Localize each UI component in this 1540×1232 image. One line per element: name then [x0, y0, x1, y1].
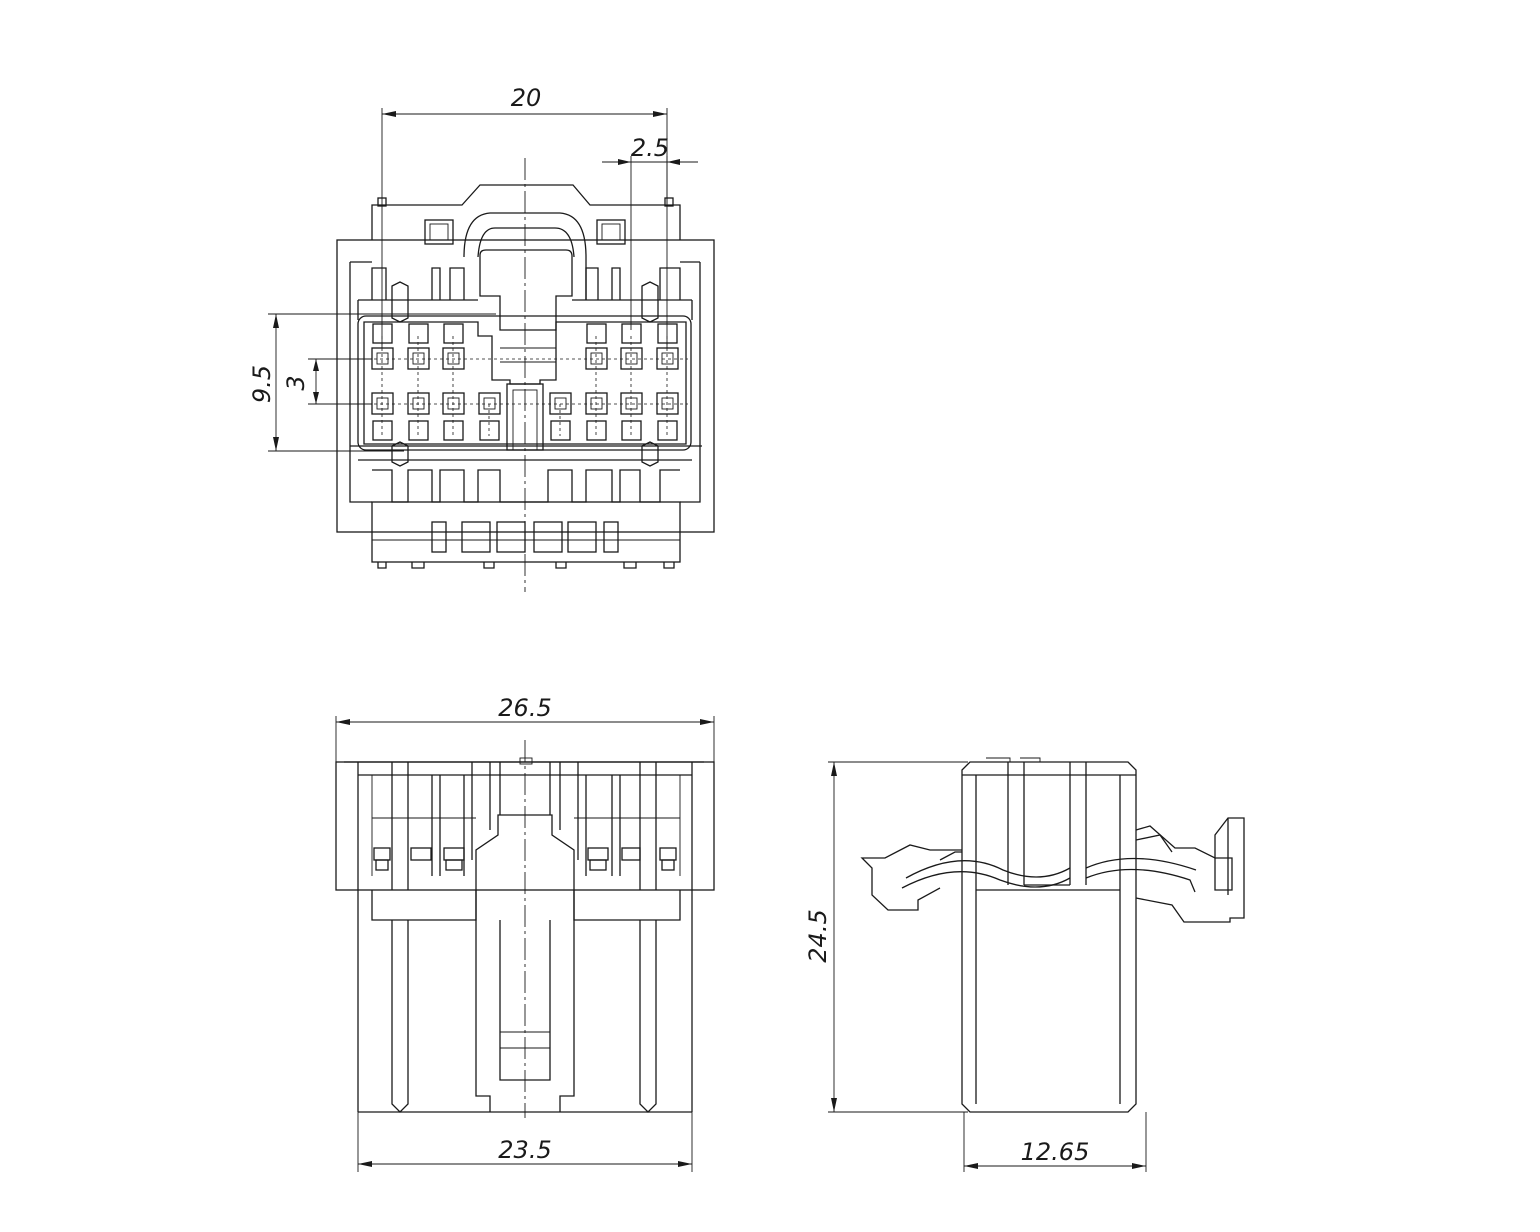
- pin-row-2: [371, 347, 679, 370]
- dim-20: 20: [381, 84, 668, 348]
- dim-9-5: 9.5: [248, 313, 496, 452]
- dim-24-5-label: 24.5: [804, 909, 832, 962]
- dim-23-5: 23.5: [357, 1112, 693, 1172]
- dim-12-65: 12.65: [963, 1112, 1147, 1172]
- side-view-right: [860, 757, 1245, 1113]
- front-view: [336, 158, 715, 592]
- dim-26-5-label: 26.5: [498, 694, 551, 722]
- dim-3: 3: [282, 358, 372, 405]
- dim-20-label: 20: [511, 84, 542, 112]
- dim-24-5: 24.5: [804, 761, 968, 1113]
- dim-3-label: 3: [282, 375, 310, 390]
- dim-12-65-label: 12.65: [1021, 1138, 1090, 1166]
- pin-row-1: [372, 323, 678, 344]
- pin-row-3: [371, 392, 679, 415]
- side-view-left: [335, 740, 715, 1118]
- dim-2-5: 2.5: [602, 134, 698, 330]
- dim-2-5-label: 2.5: [631, 134, 669, 162]
- dim-9-5-label: 9.5: [248, 365, 276, 403]
- dim-26-5: 26.5: [335, 694, 715, 762]
- pin-row-4: [372, 420, 678, 441]
- dim-23-5-label: 23.5: [498, 1136, 551, 1164]
